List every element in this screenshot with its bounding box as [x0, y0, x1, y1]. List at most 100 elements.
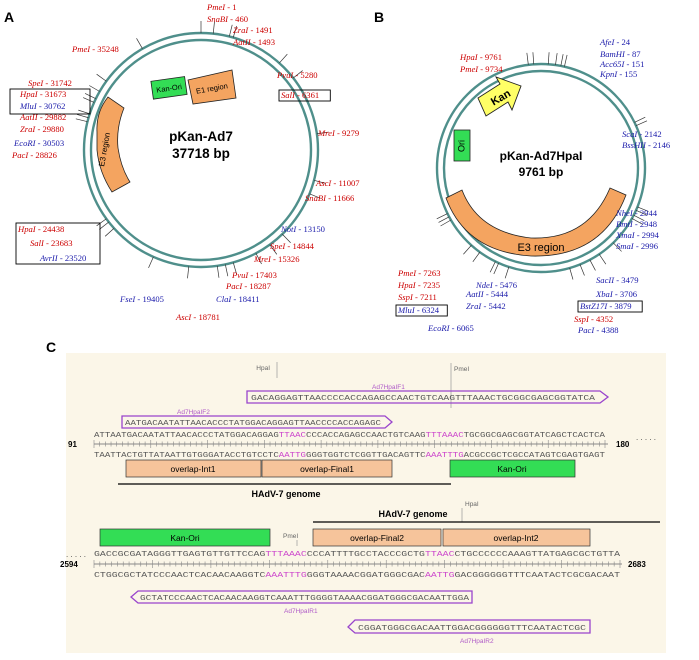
site-label: HpaI - 24438 — [17, 224, 64, 234]
primer-f1-seq: GACAGGAGTTAACCCCACCAGAGCCAACTGTCAAGTTTAA… — [251, 395, 596, 403]
plasmid-b-e3-label: E3 region — [517, 242, 564, 254]
panel-c-top-block: HpaI PmeI Ad7HpaIF1 GACAGGAGTTAACCCCACCA… — [68, 362, 656, 499]
plasmid-a-map: Kan-Ori E1 region E3 region pKan-Ad7 377… — [9, 2, 360, 322]
primer-r1-seq: GCTATCCCAACTCACAACAAGGTCAAATTTGGGGTAAAAC… — [140, 595, 470, 603]
site-tick — [309, 193, 321, 199]
site-label: PvuI - 5280 — [276, 70, 318, 80]
site-tick — [232, 25, 237, 38]
site-tick — [232, 262, 237, 275]
site-tick — [489, 261, 496, 273]
plasmid-a-name: pKan-Ad7 — [169, 129, 233, 144]
panel-letter-c: C — [46, 339, 56, 355]
site-label: PmeI - 7263 — [397, 268, 441, 278]
site-label: NdeI - 5476 — [475, 280, 518, 290]
site-tick — [187, 266, 190, 279]
top-genome-label: HAdV-7 genome — [251, 489, 320, 499]
site-tick — [83, 97, 95, 103]
bottom-overlap-int2-label: overlap-Int2 — [494, 533, 539, 543]
site-label: HpaI - 7235 — [397, 280, 440, 290]
top-ruler-ticks — [93, 440, 606, 448]
site-label: AatII - 5444 — [465, 289, 509, 299]
site-label: Acc65I - 151 — [599, 59, 644, 69]
bottom-hpai-label: HpaI — [465, 501, 479, 508]
site-tick — [637, 206, 649, 212]
site-tick — [436, 213, 448, 220]
site-tick — [560, 54, 564, 66]
site-label: HpaI - 31673 — [19, 89, 66, 99]
site-tick — [589, 259, 596, 271]
site-label: SnaBI - 460 — [207, 14, 248, 24]
site-label: XbaI - 3706 — [595, 289, 638, 299]
site-label: BstZ17I - 3879 — [580, 301, 632, 311]
site-tick — [612, 242, 622, 252]
bottom-ruler-ticks — [93, 560, 621, 568]
site-tick — [440, 219, 452, 227]
site-label: SpeI - 31742 — [28, 78, 72, 88]
plasmid-b-name: pKan-Ad7HpaI — [500, 149, 583, 163]
site-label: HpaI - 9761 — [459, 52, 502, 62]
site-label: SalI - 23683 — [30, 238, 73, 248]
site-tick — [212, 21, 215, 34]
bottom-ellipsis: . . . . . — [66, 550, 86, 559]
site-tick — [579, 264, 585, 276]
site-label: KpnI - 155 — [599, 69, 637, 79]
site-label: PacI - 28826 — [11, 150, 58, 160]
site-label: PacI - 18287 — [225, 281, 272, 291]
site-label: SalI - 6361 — [281, 90, 319, 100]
site-label: ZraI - 5442 — [466, 301, 506, 311]
top-overlap-final1-label: overlap-Final1 — [300, 464, 354, 474]
site-tick — [472, 251, 481, 263]
top-hpai-label: HpaI — [256, 365, 270, 372]
site-tick — [463, 245, 472, 255]
site-tick — [269, 244, 278, 255]
site-tick — [75, 118, 88, 123]
site-label: SspI - 7211 — [398, 292, 437, 302]
site-tick — [99, 221, 110, 230]
plasmid-a-kanori-feature: Kan-Ori — [150, 76, 188, 100]
site-box — [577, 300, 643, 313]
top-ellipsis: . . . . . — [636, 433, 656, 442]
site-tick — [631, 218, 643, 225]
top-pmei-label: PmeI — [454, 366, 469, 373]
plasmid-a-e1-feature — [187, 69, 237, 105]
top-overlap-int1-box — [125, 459, 262, 478]
primer-f2-box — [121, 415, 393, 429]
plasmid-b-e3-feature — [445, 187, 627, 257]
site-label: PacI - 4388 — [577, 325, 619, 335]
site-label: XmaI - 2994 — [615, 230, 660, 240]
site-tick — [292, 70, 303, 79]
site-tick — [148, 256, 154, 268]
site-box — [395, 304, 448, 317]
site-label: AvrII - 23520 — [39, 253, 86, 263]
site-tick — [78, 109, 90, 115]
site-tick — [136, 38, 143, 49]
site-label: PmeI - 9734 — [459, 64, 503, 74]
plasmid-b-inner-ring — [442, 69, 640, 267]
site-tick — [438, 216, 450, 223]
site-tick — [89, 85, 100, 92]
site-tick — [255, 253, 262, 265]
site-tick — [547, 52, 550, 65]
site-label: ClaI - 18411 — [216, 294, 260, 304]
site-tick — [313, 179, 326, 184]
site-tick — [216, 265, 220, 278]
site-label: AatII - 1493 — [232, 37, 275, 47]
plasmid-a-kanori-label: Kan-Ori — [156, 82, 183, 95]
plasmid-b-map: Kan Ori E3 region pKan-Ad7HpaI 9761 bp H… — [395, 37, 671, 335]
site-tick — [598, 254, 607, 265]
site-label: SmaI - 2996 — [616, 241, 659, 251]
primer-r1-name: Ad7HpaIR1 — [284, 608, 318, 615]
primer-r2-seq: CGGATGGGCGACAATTGGACGGGGGGTTTCAATACTCGC — [358, 625, 586, 633]
site-label: AscI - 11007 — [315, 178, 360, 188]
site-group-box-a2 — [15, 222, 101, 265]
primer-f1-box — [246, 390, 610, 404]
site-label: BssHII - 2146 — [622, 140, 671, 150]
site-label: MreI - 15326 — [253, 254, 300, 264]
primer-r1-box — [130, 590, 473, 604]
site-tick — [634, 116, 646, 123]
